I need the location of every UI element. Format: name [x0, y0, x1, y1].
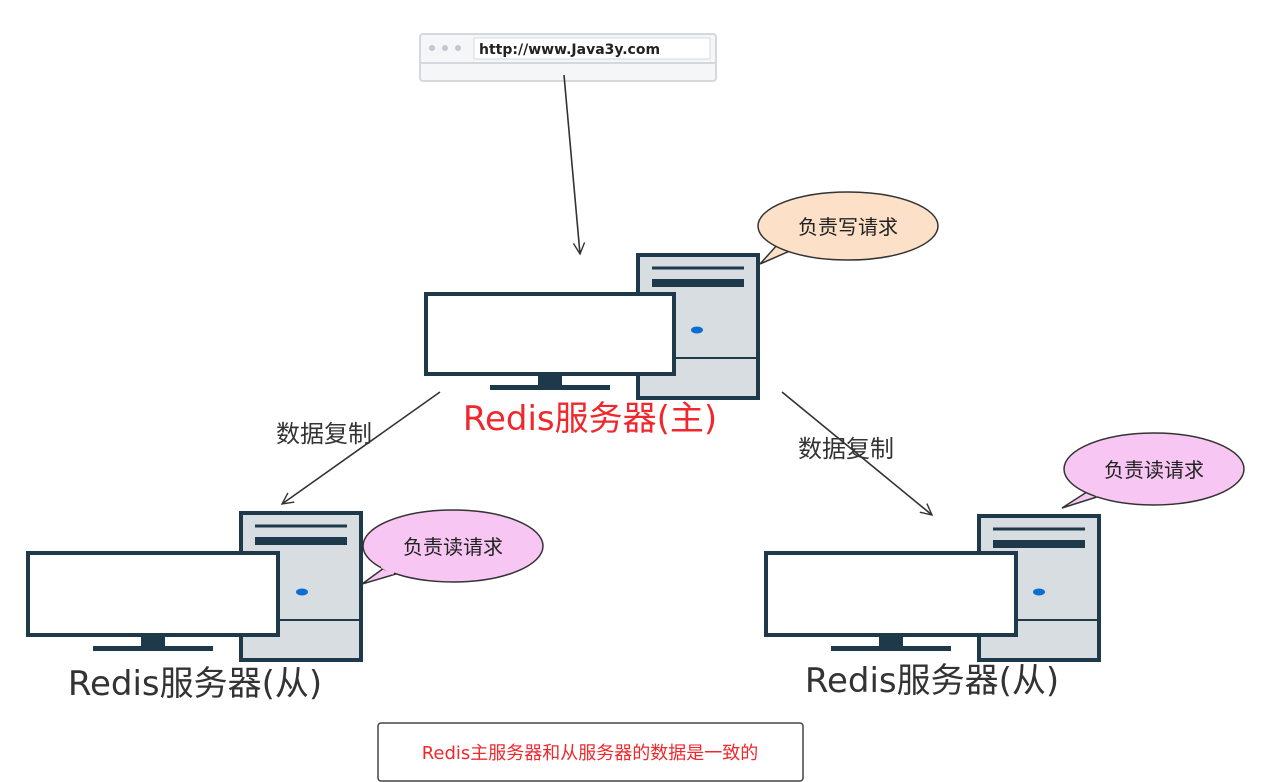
master-label: Redis服务器(主) — [463, 399, 717, 439]
slave-right-bubble-text: 负责读请求 — [1104, 458, 1204, 482]
slave-right-monitor — [764, 551, 1018, 651]
master-bubble-text: 负责写请求 — [798, 215, 898, 239]
power-led-icon — [691, 326, 703, 334]
browser-dot-icon — [442, 45, 448, 51]
slave-right-speech-bubble: 负责读请求 — [1061, 432, 1245, 509]
slave-left-monitor — [26, 551, 280, 651]
browser-url: http://www.Java3y.com — [479, 42, 660, 58]
browser-window: http://www.Java3y.com — [419, 33, 717, 82]
replicate-arrow-right — [781, 391, 932, 515]
replicate-arrow-left — [282, 391, 441, 504]
request-arrow — [563, 74, 580, 254]
slave-left-label: Redis服务器(从) — [68, 664, 322, 704]
browser-dot-icon — [455, 45, 461, 51]
slave-server-right: 负责读请求 Redis服务器(从) — [764, 432, 1245, 701]
power-led-icon — [1033, 588, 1045, 596]
slave-server-left: 负责读请求 Redis服务器(从) — [26, 509, 544, 704]
master-server: 负责写请求 Redis服务器(主) — [424, 191, 939, 439]
master-monitor — [424, 292, 676, 390]
replicate-label-right: 数据复制 — [798, 435, 894, 463]
slave-right-label: Redis服务器(从) — [805, 661, 1059, 701]
consistency-note-text: Redis主服务器和从服务器的数据是一致的 — [422, 743, 759, 764]
replicate-label-left: 数据复制 — [276, 420, 372, 448]
power-led-icon — [296, 588, 308, 596]
browser-address-bar[interactable] — [473, 37, 711, 60]
consistency-note: Redis主服务器和从服务器的数据是一致的 — [377, 722, 804, 782]
slave-left-bubble-text: 负责读请求 — [403, 535, 503, 559]
master-speech-bubble: 负责写请求 — [757, 191, 939, 265]
slave-left-speech-bubble: 负责读请求 — [361, 509, 544, 585]
browser-dot-icon — [429, 45, 435, 51]
